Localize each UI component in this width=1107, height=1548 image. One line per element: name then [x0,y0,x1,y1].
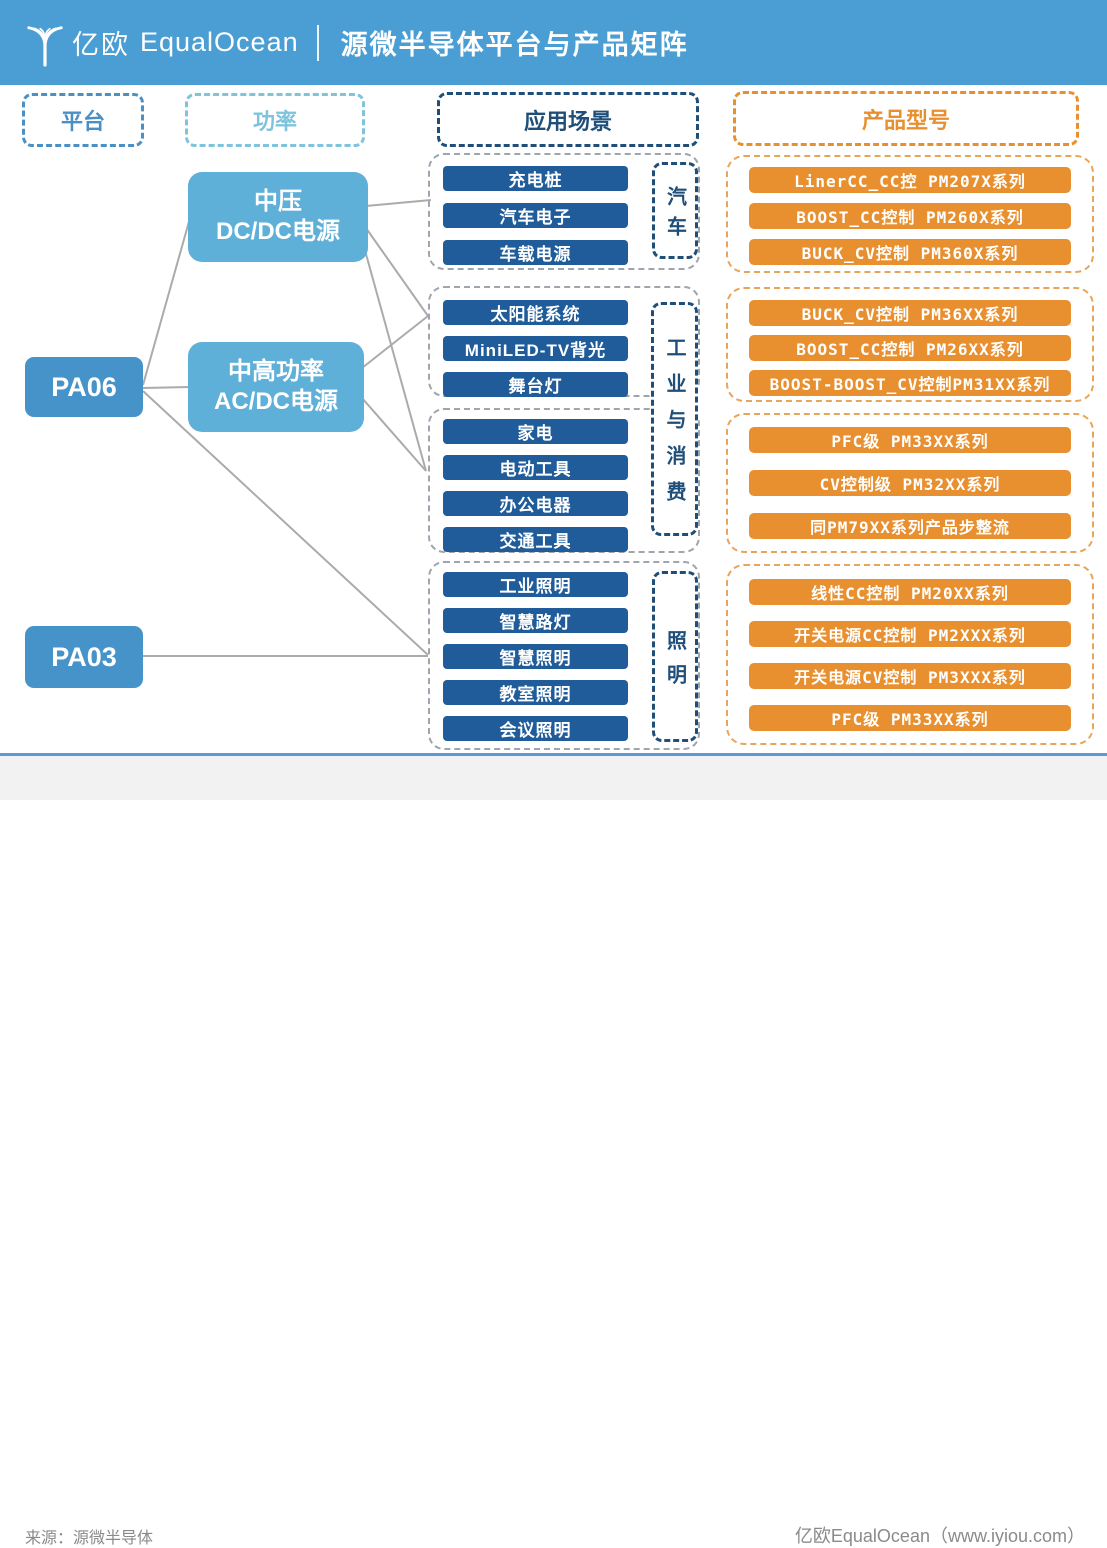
product-item: BUCK_CV控制 PM36XX系列 [749,300,1071,326]
product-item: BUCK_CV控制 PM360X系列 [749,239,1071,265]
app-item: 教室照明 [443,680,628,705]
app-item: 家电 [443,419,628,444]
app-item: 汽车电子 [443,203,628,228]
product-group-lighting: 线性CC控制 PM20XX系列 开关电源CC控制 PM2XXX系列 开关电源CV… [726,564,1094,745]
column-header-power: 功率 [185,93,365,147]
app-item: 车载电源 [443,240,628,265]
header-bar: 亿欧 EqualOcean 源微半导体平台与产品矩阵 [0,0,1107,85]
app-item: 充电桩 [443,166,628,191]
app-group-automotive: 充电桩 汽车电子 车载电源 [428,153,700,270]
product-item: CV控制级 PM32XX系列 [749,470,1071,496]
scenario-label-automotive: 汽车 [652,162,698,259]
product-item: 线性CC控制 PM20XX系列 [749,579,1071,605]
app-item: 智慧照明 [443,644,628,669]
app-group-consumer-lower: 家电 电动工具 办公电器 交通工具 [428,408,700,553]
footer-credit: 亿欧EqualOcean（www.iyiou.com） [794,1526,1085,1546]
product-item: BOOST_CC控制 PM26XX系列 [749,335,1071,361]
header-divider [316,24,319,61]
app-item: 电动工具 [443,455,628,480]
platform-node-pa03: PA03 [25,626,143,688]
product-item: 开关电源CC控制 PM2XXX系列 [749,621,1071,647]
product-group-automotive: LinerCC_CC控 PM207X系列 BOOST_CC控制 PM260X系列… [726,155,1094,273]
page-title: 源微半导体平台与产品矩阵 [340,30,689,60]
product-item: BOOST-BOOST_CV控制PM31XX系列 [749,370,1071,396]
app-item: 太阳能系统 [443,300,628,325]
product-item: LinerCC_CC控 PM207X系列 [749,167,1071,193]
scenario-label-industrial-consumer: 工业与消费 [651,302,698,536]
product-item: BOOST_CC控制 PM260X系列 [749,203,1071,229]
product-group-consumer-lower: PFC级 PM33XX系列 CV控制级 PM32XX系列 同PM79XX系列产品… [726,413,1094,553]
app-item: 工业照明 [443,572,628,597]
column-header-application: 应用场景 [437,92,699,147]
product-group-industrial-upper: BUCK_CV控制 PM36XX系列 BOOST_CC控制 PM26XX系列 B… [726,287,1094,402]
column-header-product: 产品型号 [733,91,1079,146]
footer-source: 来源：源微半导体 [25,1530,154,1547]
platform-node-pa06: PA06 [25,357,143,417]
app-group-lighting: 工业照明 智慧路灯 智慧照明 教室照明 会议照明 [428,561,700,750]
column-header-platform: 平台 [22,93,144,147]
app-item: 会议照明 [443,716,628,741]
footer-rule [0,753,1107,756]
logo-text-cn: 亿欧 [72,30,130,60]
scenario-label-lighting: 照明 [652,571,698,742]
equalocean-logo: 亿欧 EqualOcean [24,17,299,69]
equalocean-logo-icon [27,25,63,67]
power-node-acdc: 中高功率 AC/DC电源 [188,342,364,432]
power-node-dcdc: 中压 DC/DC电源 [188,172,368,262]
product-item: PFC级 PM33XX系列 [749,705,1071,731]
app-item: 舞台灯 [443,372,628,397]
app-item: 办公电器 [443,491,628,516]
app-item: 交通工具 [443,527,628,552]
app-item: 智慧路灯 [443,608,628,633]
logo-text-en: EqualOcean [140,27,299,57]
app-group-industrial-upper: 太阳能系统 MiniLED-TV背光 舞台灯 [428,286,700,397]
footer-bar: 来源：源微半导体 亿欧EqualOcean（www.iyiou.com） [0,756,1107,1547]
product-item: 开关电源CV控制 PM3XXX系列 [749,663,1071,689]
product-item: 同PM79XX系列产品步整流 [749,513,1071,539]
app-item: MiniLED-TV背光 [443,336,628,361]
product-item: PFC级 PM33XX系列 [749,427,1071,453]
connector-lines [142,199,432,657]
